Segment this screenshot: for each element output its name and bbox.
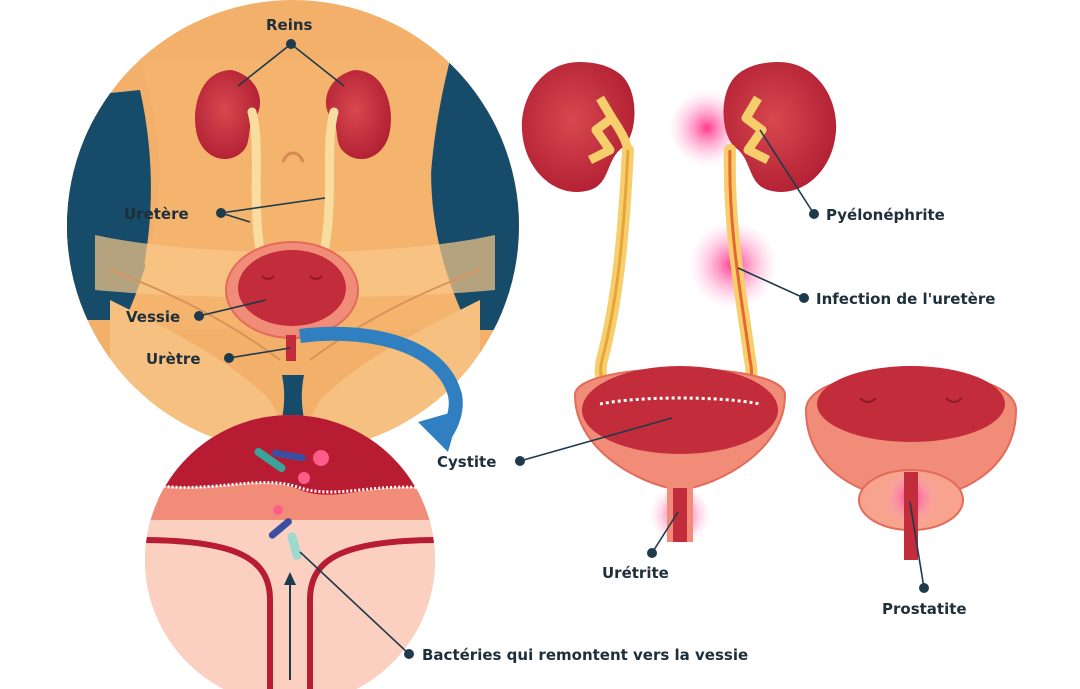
urethra-zoom-icon (145, 415, 435, 689)
male-bladder-prostate-icon (804, 366, 1018, 560)
label-prostatite: Prostatite (882, 600, 967, 618)
curved-arrow-icon (299, 326, 463, 452)
label-vessie: Vessie (126, 308, 180, 326)
label-reins: Reins (266, 16, 313, 34)
body-illustration-icon (67, 0, 519, 452)
female-kidneys-icon (195, 70, 391, 267)
label-uretere: Uretère (124, 205, 189, 223)
label-infection-uretere: Infection de l'uretère (816, 290, 995, 308)
label-cystite: Cystite (437, 453, 496, 471)
urinary-tract-infection-icon (521, 62, 837, 545)
label-bacteries: Bactéries qui remontent vers la vessie (422, 646, 748, 664)
label-pyelonephrite: Pyélonéphrite (826, 206, 945, 224)
label-uretre: Urètre (146, 350, 201, 368)
label-uretrite: Urétrite (602, 564, 669, 582)
leader-lines (194, 39, 929, 659)
female-bladder-icon (225, 241, 359, 361)
